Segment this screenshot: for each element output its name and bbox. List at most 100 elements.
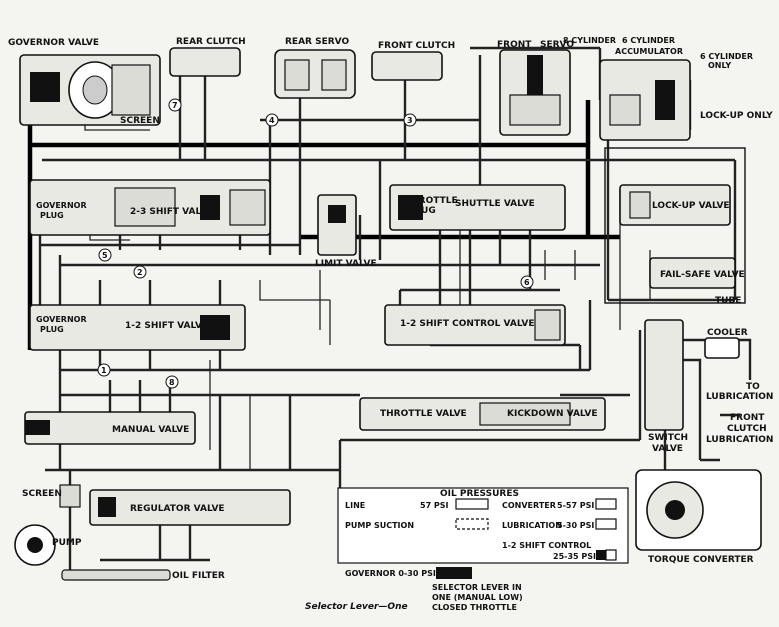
label-throttle-valve: THROTTLE VALVE xyxy=(380,409,467,419)
label-servo: SERVO xyxy=(540,40,574,50)
label-kickdown-valve: KICKDOWN VALVE xyxy=(507,409,598,419)
ref-number: 5 xyxy=(102,251,108,260)
label-throttle-plug-a: THROTTLE xyxy=(405,196,458,206)
lockup-valve xyxy=(619,184,731,226)
label-8-cylinder: 8 CYLINDER xyxy=(563,36,616,45)
ref-number: 7 xyxy=(172,101,178,110)
label-lockup-valve: LOCK-UP VALVE xyxy=(652,201,730,211)
failsafe-valve xyxy=(649,257,736,289)
ref-number: 8 xyxy=(169,378,175,387)
legend-lubrication: LUBRICATION xyxy=(502,521,562,530)
label-pump: PUMP xyxy=(52,538,82,548)
label-governor-valve: GOVERNOR VALVE xyxy=(8,38,99,48)
legend-selector-3: CLOSED THROTTLE xyxy=(432,603,517,612)
ref-number: 3 xyxy=(407,116,413,125)
ref-number: 6 xyxy=(524,278,530,287)
legend-selector-1: SELECTOR LEVER IN xyxy=(432,583,522,592)
accumulator xyxy=(599,59,691,141)
pump xyxy=(14,524,56,566)
label-governor-plug-2b: PLUG xyxy=(40,325,64,334)
legend-line-psi: 57 PSI xyxy=(420,501,449,510)
label-shift-valve-23: 2-3 SHIFT VALVE xyxy=(130,207,213,217)
shift-control-valve-12 xyxy=(384,304,566,346)
shift-valve-23 xyxy=(29,179,271,236)
label-torque-converter: TORQUE CONVERTER xyxy=(648,555,754,565)
label-governor-plug-1b: PLUG xyxy=(40,211,64,220)
figure-caption: Selector Lever—One xyxy=(305,602,408,612)
legend-swatch-shift-control-b xyxy=(605,549,617,561)
legend-lubrication-psi: 5-30 PSI xyxy=(557,521,594,530)
label-lockup-only: LOCK-UP ONLY xyxy=(700,111,773,121)
label-rear-clutch: REAR CLUTCH xyxy=(176,37,246,47)
text-labels: GOVERNOR VALVE REAR CLUTCH REAR SERVO FR… xyxy=(8,36,773,581)
legend-swatch-governor xyxy=(436,567,472,579)
label-front-clutch-lub-2: CLUTCH xyxy=(727,424,767,434)
label-screen-top: SCREEN xyxy=(120,116,160,126)
label-to-lubrication-1: TO xyxy=(746,382,760,392)
legend-shift-control-psi: 25-35 PSI xyxy=(553,552,596,561)
label-rear-servo: REAR SERVO xyxy=(285,37,349,47)
label-shift-control-valve-12: 1-2 SHIFT CONTROL VALVE xyxy=(400,319,534,329)
legend-texts: OIL PRESSURES LINE 57 PSI PUMP SUCTION C… xyxy=(345,489,596,612)
label-oil-filter: OIL FILTER xyxy=(172,571,225,581)
throttle-kickdown-valve xyxy=(359,397,606,431)
oil-filter xyxy=(61,569,171,581)
legend-pump-suction: PUMP SUCTION xyxy=(345,521,414,530)
screen-filter-bottom xyxy=(59,484,81,508)
legend-shift-control: 1-2 SHIFT CONTROL xyxy=(502,541,591,550)
label-front: FRONT xyxy=(497,40,532,50)
label-6-cylinder-only-2: ONLY xyxy=(708,61,731,70)
label-shift-valve-12: 1-2 SHIFT VALVE xyxy=(125,321,208,331)
label-governor-plug-1a: GOVERNOR xyxy=(36,201,87,210)
legend-governor: GOVERNOR 0-30 PSI xyxy=(345,569,436,578)
reference-numbers xyxy=(97,98,534,389)
legend-title: OIL PRESSURES xyxy=(440,489,519,499)
label-limit-valve: LIMIT VALVE xyxy=(315,259,377,269)
label-throttle-plug-b: PLUG xyxy=(409,206,436,216)
ref-number: 4 xyxy=(269,116,275,125)
rear-servo xyxy=(274,49,356,99)
label-manual-valve: MANUAL VALVE xyxy=(112,425,189,435)
label-front-clutch: FRONT CLUTCH xyxy=(378,41,455,51)
reference-number-texts: 7 4 3 5 2 6 1 8 xyxy=(101,101,530,387)
label-to-lubrication-2: LUBRICATION xyxy=(706,392,773,402)
label-cooler: COOLER xyxy=(707,328,748,338)
legend-swatch-converter xyxy=(595,498,617,510)
legend-selector-2: ONE (MANUAL LOW) xyxy=(432,593,523,602)
label-failsafe-valve: FAIL-SAFE VALVE xyxy=(660,270,745,280)
ref-number: 2 xyxy=(137,268,143,277)
cooler xyxy=(704,337,740,359)
label-6-cylinder: 6 CYLINDER xyxy=(622,36,675,45)
label-shuttle-valve: SHUTTLE VALVE xyxy=(455,199,535,209)
front-clutch xyxy=(371,51,443,81)
label-accumulator: ACCUMULATOR xyxy=(615,47,683,56)
legend-swatch-shift-control-a xyxy=(596,550,606,560)
shuttle-valve xyxy=(389,184,566,231)
limit-valve xyxy=(317,194,357,256)
torque-converter xyxy=(635,469,762,551)
manual-valve xyxy=(24,411,196,445)
legend-swatch-line xyxy=(455,498,489,510)
governor-valve xyxy=(19,54,161,126)
label-governor-plug-2a: GOVERNOR xyxy=(36,315,87,324)
label-6-cylinder-only-1: 6 CYLINDER xyxy=(700,52,753,61)
lockup-region xyxy=(604,147,746,304)
label-front-clutch-lub-3: LUBRICATION xyxy=(706,435,773,445)
label-regulator-valve: REGULATOR VALVE xyxy=(130,504,225,514)
label-screen-bottom: SCREEN xyxy=(22,489,62,499)
legend-converter-psi: 5-57 PSI xyxy=(557,501,594,510)
legend xyxy=(337,487,629,579)
label-tube: TUBE xyxy=(715,296,741,306)
switch-valve xyxy=(644,319,684,431)
legend-converter: CONVERTER xyxy=(502,501,556,510)
legend-swatch-pump-suction xyxy=(455,518,489,530)
label-switch-valve-2: VALVE xyxy=(652,444,683,454)
front-servo xyxy=(499,49,571,136)
label-switch-valve-1: SWITCH xyxy=(648,433,688,443)
ref-number: 1 xyxy=(101,366,107,375)
rear-clutch xyxy=(169,47,241,77)
regulator-valve xyxy=(89,489,291,526)
legend-swatch-lubrication xyxy=(595,518,617,530)
